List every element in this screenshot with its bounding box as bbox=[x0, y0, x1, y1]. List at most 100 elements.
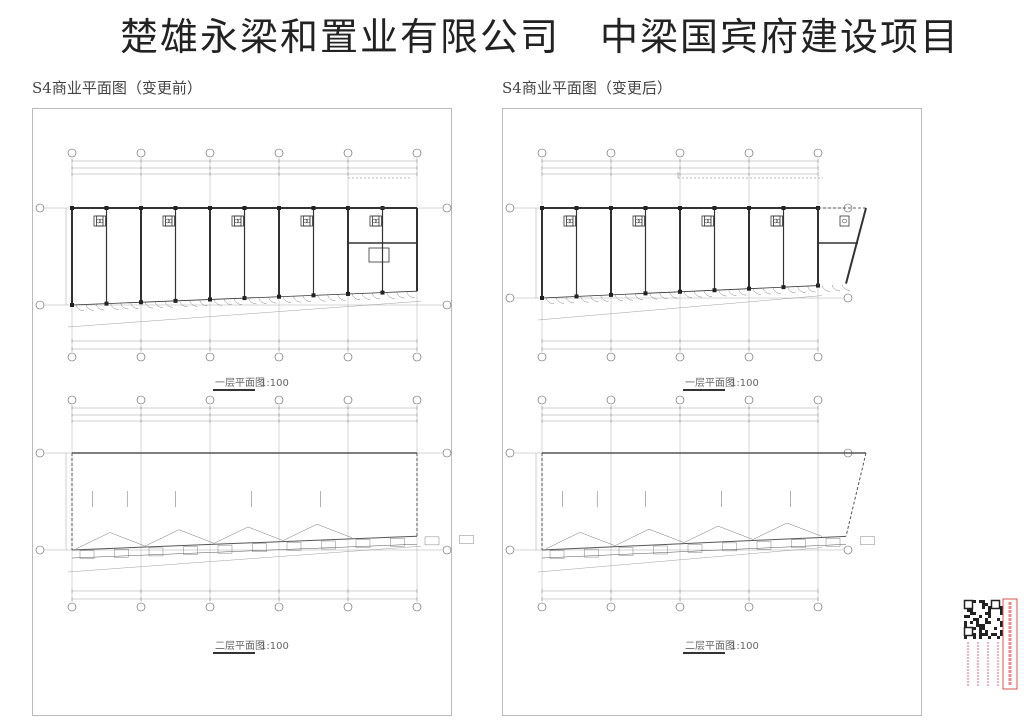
column bbox=[712, 288, 717, 293]
toilet-room bbox=[368, 247, 390, 263]
grid-bubble bbox=[744, 602, 754, 612]
column bbox=[208, 206, 212, 210]
toilet-room bbox=[162, 215, 173, 227]
toilet-room bbox=[839, 215, 850, 227]
door-swing bbox=[590, 295, 599, 303]
grid-bubble bbox=[813, 395, 823, 405]
door-swing bbox=[728, 289, 737, 296]
roof-ridge-line bbox=[282, 523, 318, 541]
subtitle-after: S4商业平面图（变更后） bbox=[502, 79, 672, 97]
door-swing bbox=[396, 291, 405, 299]
grid-bubble bbox=[35, 300, 45, 310]
drawing-panel-before bbox=[32, 108, 452, 716]
roof-ridge-line bbox=[717, 525, 754, 540]
roof-ridge-line bbox=[178, 529, 215, 544]
floor2-label-before: 二层平面图 bbox=[215, 640, 265, 652]
toilet-fixture-icon bbox=[637, 218, 643, 224]
slanted-exterior-wall bbox=[845, 207, 867, 284]
column bbox=[173, 206, 178, 210]
grid-bubble bbox=[505, 293, 515, 303]
column bbox=[208, 297, 212, 302]
toilet-room bbox=[704, 215, 714, 227]
column bbox=[747, 206, 751, 210]
floor2-scale-after: 1:100 bbox=[730, 641, 759, 652]
grid-bubble bbox=[442, 448, 452, 458]
door-swing bbox=[292, 296, 302, 303]
balcony-box bbox=[183, 546, 198, 555]
balcony-box bbox=[653, 545, 668, 555]
grid-bubble bbox=[136, 395, 146, 405]
door-swing bbox=[120, 302, 129, 310]
door-swing bbox=[258, 297, 267, 304]
roof-ridge-line bbox=[109, 532, 146, 547]
toilet-room bbox=[96, 215, 106, 227]
balcony-box bbox=[217, 544, 233, 554]
column bbox=[643, 206, 648, 210]
grid-bubble bbox=[505, 448, 515, 458]
grid-bubble bbox=[412, 395, 422, 405]
toilet-fixture-icon bbox=[236, 218, 242, 224]
door-swing bbox=[179, 300, 188, 307]
door-swing bbox=[248, 297, 257, 305]
door-swing bbox=[164, 301, 174, 308]
door-swing bbox=[762, 287, 772, 295]
roof-ridge-line bbox=[579, 532, 616, 546]
grid-bubble bbox=[274, 148, 284, 158]
door-swing bbox=[213, 299, 223, 306]
grid-bubble bbox=[205, 602, 215, 612]
balcony-box bbox=[756, 541, 772, 550]
grid-bubble bbox=[505, 203, 515, 213]
column bbox=[609, 206, 613, 210]
door-swing bbox=[807, 285, 816, 293]
dimension-line bbox=[67, 546, 422, 573]
door-swing bbox=[110, 303, 119, 310]
grid-bubble bbox=[136, 602, 146, 612]
toilet-room bbox=[773, 215, 783, 227]
roof-ridge-line bbox=[316, 523, 353, 539]
grid-bubble bbox=[343, 395, 353, 405]
roof-ridge-line bbox=[213, 526, 249, 544]
roof-eave bbox=[541, 535, 847, 551]
grid-bubble bbox=[442, 300, 452, 310]
balcony-box bbox=[549, 550, 565, 559]
toilet-room bbox=[300, 215, 311, 227]
grid-bubble bbox=[537, 395, 547, 405]
roof-ridge-line bbox=[683, 525, 719, 543]
column bbox=[311, 293, 316, 298]
grid-bubble bbox=[67, 352, 77, 362]
column bbox=[70, 303, 74, 307]
toilet-room bbox=[635, 215, 645, 227]
grid-bubble bbox=[675, 395, 685, 405]
roof-ridge-line bbox=[545, 532, 581, 550]
grid-bubble bbox=[343, 602, 353, 612]
balcony-box bbox=[148, 547, 164, 557]
dimension-line bbox=[537, 547, 823, 573]
grid-bubble bbox=[813, 602, 823, 612]
toilet-room bbox=[566, 215, 576, 227]
column bbox=[574, 294, 579, 299]
grid-bubble bbox=[675, 148, 685, 158]
toilet-room bbox=[563, 215, 574, 227]
balcony-box bbox=[114, 549, 129, 558]
door-swing bbox=[406, 291, 415, 298]
door-swing bbox=[634, 293, 644, 301]
door-swing bbox=[317, 295, 326, 302]
floor1-label-before: 一层平面图 bbox=[215, 377, 265, 389]
column bbox=[609, 292, 613, 297]
grid-bubble bbox=[343, 148, 353, 158]
roof-edge bbox=[845, 452, 867, 537]
grid-bubble bbox=[843, 293, 853, 303]
grid-bubble bbox=[606, 148, 616, 158]
grid-bubble bbox=[67, 395, 77, 405]
grid-bubble bbox=[813, 148, 823, 158]
toilet-fixture-icon bbox=[706, 218, 712, 224]
drawing-panel-after bbox=[502, 108, 922, 716]
roof-ridge-line bbox=[614, 528, 650, 546]
page-title: 楚雄永梁和置业有限公司 中梁国宾府建设项目 bbox=[119, 15, 960, 59]
toilet-room bbox=[770, 215, 781, 227]
column bbox=[643, 291, 648, 296]
toilet-fixture-icon bbox=[98, 218, 104, 224]
door-swing bbox=[669, 292, 678, 299]
grid-bubble bbox=[744, 148, 754, 158]
grid-bubble bbox=[67, 148, 77, 158]
